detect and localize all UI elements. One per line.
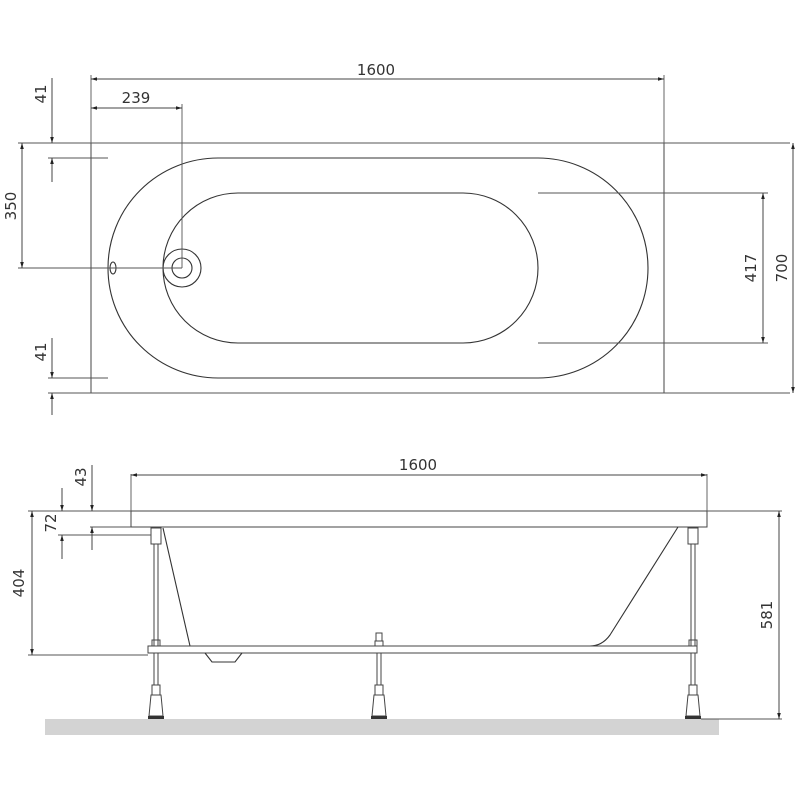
leg-right — [685, 527, 701, 719]
dim-drain-offset: 239 — [122, 89, 151, 107]
floor — [45, 719, 719, 735]
dim-drain-height: 350 — [2, 192, 20, 221]
dim-length-top: 1600 — [357, 61, 395, 79]
dim-rim-top: 41 — [32, 84, 50, 103]
dim-length-side: 1600 — [399, 456, 437, 474]
tub-rim-side — [130, 510, 708, 528]
dim-total-height: 581 — [758, 601, 776, 630]
drain-trap — [204, 652, 243, 663]
frame-bar — [147, 645, 698, 654]
side-view: 1600 43 72 404 581 — [10, 456, 782, 735]
leg-left — [148, 527, 164, 719]
top-view: 1600 239 41 350 41 417 700 — [2, 61, 795, 415]
tub-body-side — [162, 526, 679, 647]
dim-rim-thickness: 43 — [72, 467, 90, 486]
dim-rim-bottom: 41 — [32, 342, 50, 361]
dim-frame-height: 404 — [10, 569, 28, 598]
outer-basin — [107, 157, 649, 379]
dim-inner-width: 417 — [742, 254, 760, 283]
dim-apron-offset: 72 — [42, 513, 60, 532]
leg-middle — [371, 632, 387, 719]
dim-width: 700 — [773, 254, 791, 283]
inner-basin — [162, 192, 539, 344]
